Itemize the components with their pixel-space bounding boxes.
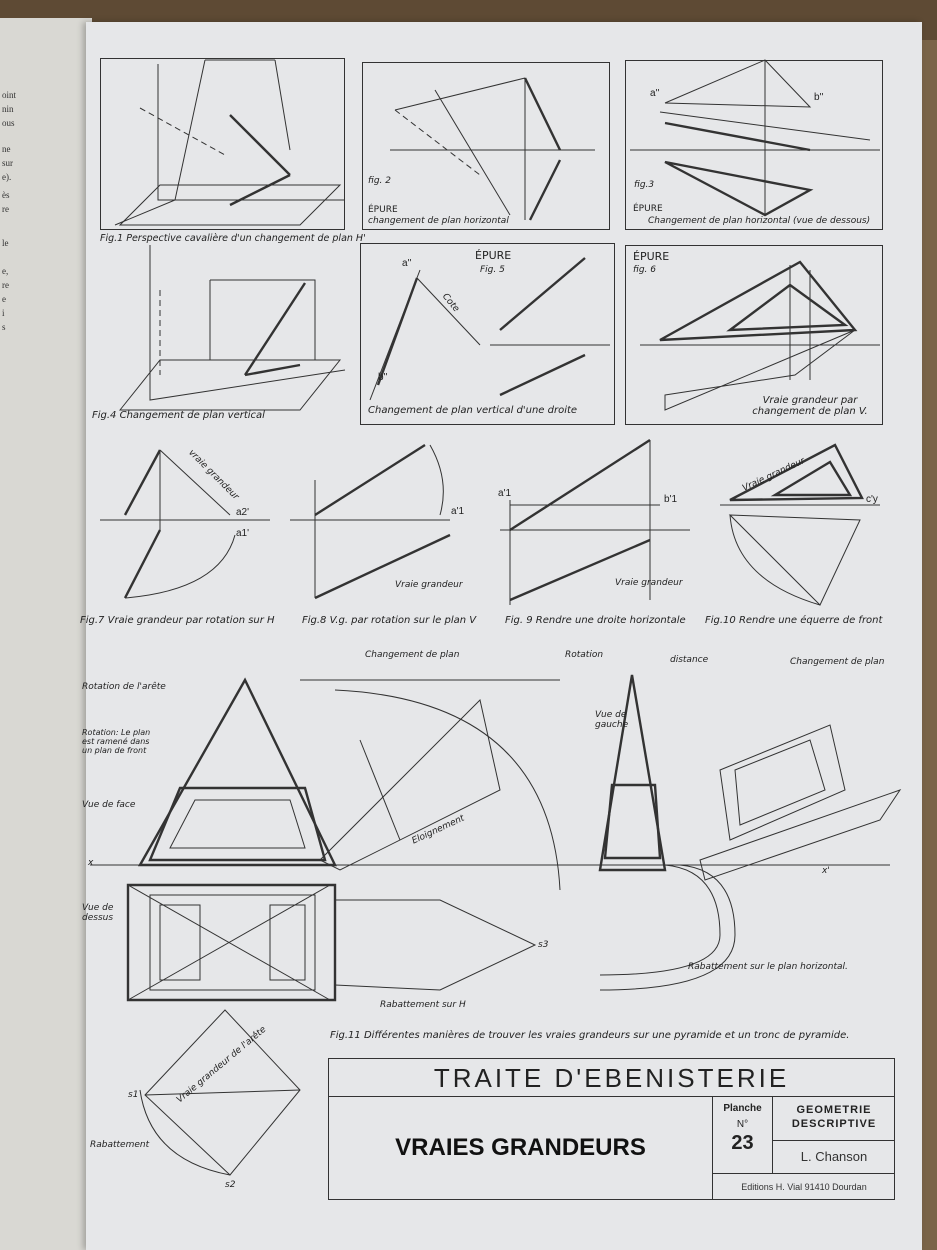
fig9-caption: Fig. 9 Rendre une droite horizontale <box>505 615 686 626</box>
fig3-heading: ÉPURE <box>633 204 663 214</box>
fig11-label: x <box>88 858 94 868</box>
left-page: oint nin ous ne sur e). ès re le e, re e… <box>0 18 92 1250</box>
left-text: e, <box>2 266 9 276</box>
fig11-label: Vue de dessus <box>82 903 114 923</box>
left-text: re <box>2 204 9 214</box>
series-title: TRAITE D'EBENISTERIE <box>329 1059 894 1097</box>
fig1-frame <box>100 58 345 230</box>
fig9-point-b1: b'1 <box>664 494 678 505</box>
fig2-caption: changement de plan horizontal <box>368 216 509 226</box>
left-text: ès <box>2 190 10 200</box>
fig11-label: s1 <box>128 1090 139 1100</box>
fig11-label: s3 <box>538 940 549 950</box>
fig5-number: Fig. 5 <box>480 265 505 275</box>
left-text: ne <box>2 144 11 154</box>
fig8-caption: Fig.8 V.g. par rotation sur le plan V <box>302 615 477 626</box>
fig11-label: Rabattement sur le plan horizontal. <box>688 962 848 972</box>
title-block: TRAITE D'EBENISTERIE VRAIES GRANDEURS Pl… <box>328 1058 895 1200</box>
fig11-label: Vue de face <box>82 800 136 810</box>
fig11-label: Changement de plan <box>790 657 885 667</box>
fig1-caption: Fig.1 Perspective cavalière d'un changem… <box>100 233 366 244</box>
fig6-heading: ÉPURE <box>633 250 670 263</box>
left-text: i <box>2 308 5 318</box>
left-text: e <box>2 294 6 304</box>
fig6-number: fig. 6 <box>633 265 656 275</box>
fig9-label: Vraie grandeur <box>615 578 683 588</box>
fig9-point-a1: a'1 <box>498 488 512 499</box>
left-text: e). <box>2 172 12 182</box>
subject-cell: GEOMETRIE DESCRIPTIVE <box>773 1097 895 1141</box>
fig7-point-a1: a1' <box>236 528 250 539</box>
fig2-number: fig. 2 <box>368 176 391 186</box>
fig5-heading: ÉPURE <box>475 249 512 262</box>
fig7-caption: Fig.7 Vraie grandeur par rotation sur H <box>80 615 275 626</box>
left-text: oint <box>2 90 17 100</box>
fig11-label: s2 <box>225 1180 236 1190</box>
author: L. Chanson <box>800 1149 868 1164</box>
fig7-point-a2: a2' <box>236 507 250 518</box>
fig11-label: Rotation de l'arête <box>82 682 166 692</box>
fig5-frame <box>360 243 615 425</box>
fig3-frame <box>625 60 883 230</box>
fig11-label: x' <box>822 866 830 876</box>
fig11-label: Rotation <box>565 650 604 660</box>
plate-number: 23 <box>731 1132 754 1154</box>
fig2-frame <box>362 62 610 230</box>
fig11-label: Vue de gauche <box>595 710 629 730</box>
fig3-point-a2: a'' <box>650 88 660 99</box>
fig3-caption: Changement de plan horizontal (vue de de… <box>648 216 871 226</box>
left-text: s <box>2 322 6 332</box>
fig6-frame <box>625 245 883 425</box>
fig11-label: Rabattement sur H <box>380 1000 466 1010</box>
fig8-point-a1: a'1 <box>451 506 465 517</box>
plate-no-label: N° <box>736 1119 749 1130</box>
fig11-label: Changement de plan <box>365 650 460 660</box>
fig3-number: fig.3 <box>634 180 655 190</box>
left-text: re <box>2 280 9 290</box>
fig5-point-b2: b'' <box>378 372 388 383</box>
subject-line2: DESCRIPTIVE <box>791 1118 877 1130</box>
left-text: le <box>2 238 9 248</box>
fig11-caption: Fig.11 Différentes manières de trouver l… <box>330 1030 850 1041</box>
fig2-heading: ÉPURE <box>368 205 398 215</box>
fig5-point-a2: a'' <box>402 258 412 269</box>
fig11-label: Rotation: Le plan est ramené dans un pla… <box>82 728 151 755</box>
publisher: Editions H. Vial 91410 Dourdan <box>712 1173 895 1199</box>
left-text: ous <box>2 118 15 128</box>
fig10-point-cy: c'y <box>866 494 878 505</box>
plate-number-cell: Planche N° 23 <box>712 1097 773 1173</box>
fig10-caption: Fig.10 Rendre une équerre de front <box>705 615 883 626</box>
left-text: nin <box>2 104 14 114</box>
plate-title: VRAIES GRANDEURS <box>395 1134 646 1161</box>
plate-label: Planche <box>723 1103 762 1114</box>
left-text: sur <box>2 158 13 168</box>
fig6-caption: Vraie grandeur par changement de plan V. <box>752 395 868 417</box>
fig11-label: Rabattement <box>90 1140 150 1150</box>
fig4-caption: Fig.4 Changement de plan vertical <box>92 410 265 421</box>
subject-line1: GEOMETRIE <box>796 1104 872 1116</box>
fig5-caption: Changement de plan vertical d'une droite <box>368 405 578 416</box>
fig3-point-b2: b'' <box>814 92 824 103</box>
fig8-label: Vraie grandeur <box>395 580 463 590</box>
fig11-label: distance <box>670 655 709 665</box>
